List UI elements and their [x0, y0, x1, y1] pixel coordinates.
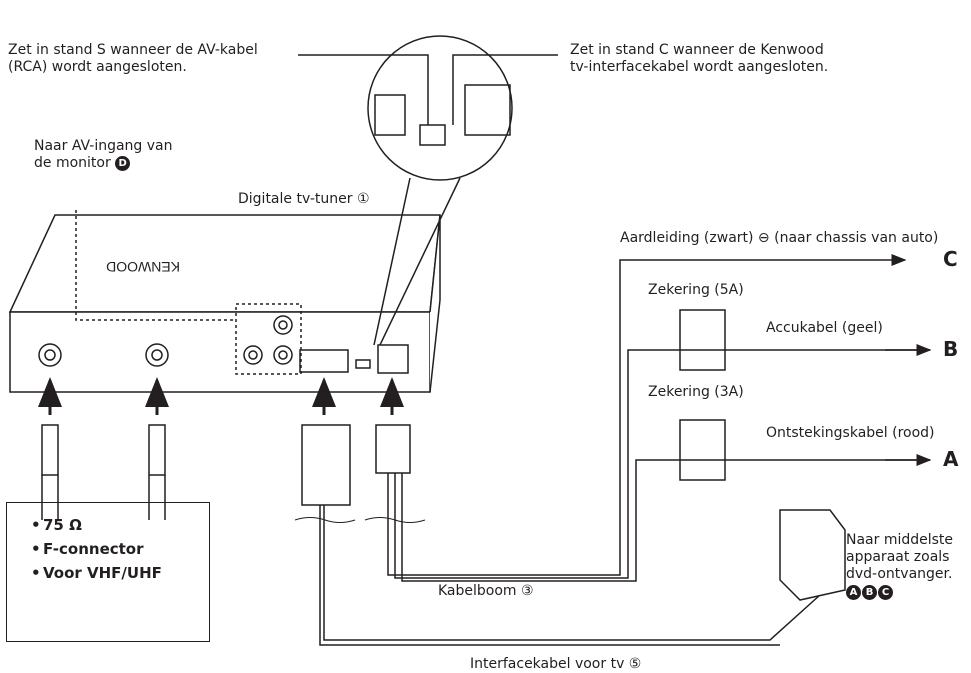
av-input-label: Naar AV-ingang van — [34, 138, 173, 154]
spec-box: 75 Ω F-connector Voor VHF/UHF — [6, 502, 210, 642]
middle-device-connector — [779, 509, 846, 601]
battery-label: Accukabel (geel) — [766, 320, 883, 336]
spec-item: Voor VHF/UHF — [31, 561, 209, 585]
ground-label: Aardleiding (zwart) ⊖ (naar chassis van … — [620, 230, 939, 246]
harness-port — [299, 349, 349, 373]
zoom-detail — [367, 35, 513, 181]
antenna-jack-2 — [145, 343, 169, 367]
antenna-jack-1 — [38, 343, 62, 367]
tuner-unit: KENWOOD — [8, 214, 441, 393]
ignition-label: Ontstekingskabel (rood) — [766, 425, 935, 441]
marker-b: B — [862, 584, 877, 600]
marker-a: A — [846, 584, 861, 600]
power-port — [377, 344, 409, 374]
harness-label: Kabelboom ③ — [438, 583, 534, 599]
end-b: B — [943, 337, 959, 361]
fuse-5a-label: Zekering (5A) — [648, 282, 744, 298]
switch-port — [355, 359, 371, 369]
interface-cable-label: Interfacekabel voor tv ⑤ — [470, 656, 642, 672]
harness-connector — [301, 424, 351, 506]
middle-device-label-2: apparaat zoals — [846, 549, 950, 565]
switch-c-label: Zet in stand C wanneer de Kenwood — [570, 42, 824, 58]
fuse-5a — [679, 309, 726, 371]
middle-device-label-1: Naar middelste — [846, 532, 954, 548]
spec-item: F-connector — [31, 537, 209, 561]
middle-device-label-3: dvd-ontvanger. — [846, 566, 953, 582]
marker-c: C — [878, 584, 893, 600]
brand-logo: KENWOOD — [106, 259, 180, 275]
switch-s-label-2: (RCA) wordt aangesloten. — [8, 59, 187, 75]
end-c: C — [943, 247, 958, 271]
tuner-label: Digitale tv-tuner ① — [238, 191, 370, 207]
fuse-3a — [679, 419, 726, 481]
fuse-3a-label: Zekering (3A) — [648, 384, 744, 400]
switch-s-label: Zet in stand S wanneer de AV-kabel — [8, 42, 258, 58]
power-connector — [375, 424, 411, 474]
end-a: A — [943, 447, 959, 471]
spec-item: 75 Ω — [31, 513, 209, 537]
arrows — [38, 377, 404, 415]
av-input-label-2: de monitor D — [34, 155, 131, 172]
switch-c-label-2: tv-interfacekabel wordt aangesloten. — [570, 59, 829, 75]
marker-d: D — [115, 155, 131, 171]
